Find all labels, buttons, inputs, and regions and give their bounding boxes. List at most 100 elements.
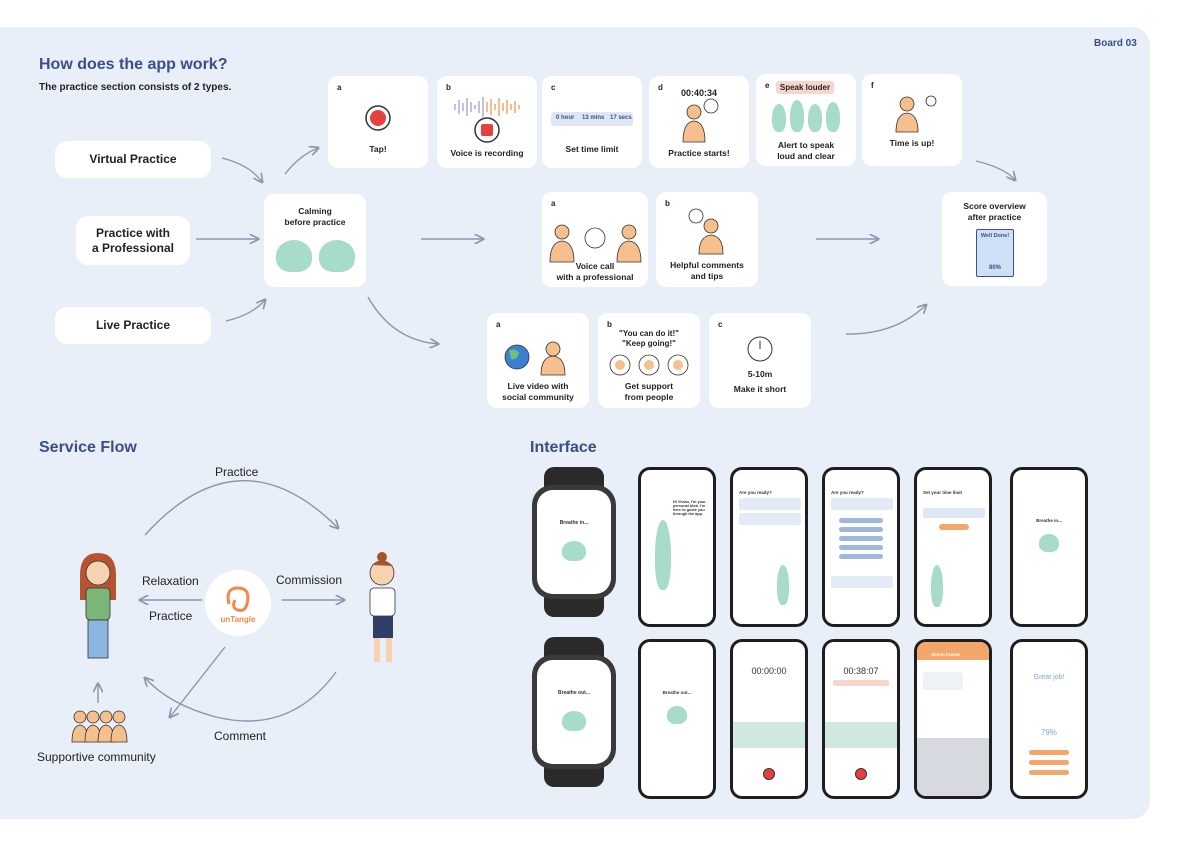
blob-character	[667, 706, 687, 724]
step-tag: e	[765, 81, 770, 90]
chat-contact-name: Simon Kumar	[931, 652, 961, 657]
watch-text: Breathe in...	[559, 520, 589, 526]
phone-screen-ready: 00:00:00	[730, 639, 808, 799]
phone-screen-onboarding: Hi Vivian, I'm your personal blob. I'm h…	[638, 467, 716, 627]
phone-screen-chat: Simon Kumar	[914, 639, 992, 799]
score-sheet-value: 80%	[988, 265, 1001, 271]
speak-louder-alert: Speak louder	[776, 81, 834, 94]
step-label: Alert to speak loud and clear	[777, 140, 835, 161]
score-sheet	[976, 229, 1014, 277]
blob-character	[562, 711, 586, 731]
flow-label-practice-top: Practice	[215, 465, 259, 479]
blob-character	[276, 240, 312, 272]
phone-timer: 00:00:00	[751, 666, 787, 676]
type-virtual-practice: Virtual Practice	[55, 141, 211, 178]
people-faces-icon	[609, 354, 689, 376]
support-quote: "You can do it!" "Keep going!"	[619, 329, 679, 348]
step-label: Tap!	[369, 144, 387, 154]
phone-timer: 00:38:07	[843, 666, 879, 676]
step-label: Time is up!	[889, 138, 935, 148]
phone-screen-breathe-out: Breathe out...	[638, 639, 716, 799]
user-character-icon	[80, 553, 116, 659]
virtual-step-a: a Tap!	[328, 76, 428, 168]
phone-text: Set your time limit	[923, 490, 963, 495]
blob-character	[1039, 534, 1059, 552]
step-tag: b	[607, 320, 612, 329]
globe-video-icon	[504, 341, 566, 376]
step-label: Voice call with a professional	[556, 261, 634, 282]
waveform-icon	[454, 97, 520, 143]
practice-timer: 00:40:34	[680, 88, 718, 98]
step-tag: a	[496, 320, 501, 329]
professional-character-icon	[369, 552, 396, 662]
virtual-step-e: e Speak louder Alert to speak loud and c…	[756, 74, 856, 166]
step-tag: a	[337, 83, 342, 92]
flow-label-community: Supportive community	[37, 750, 156, 764]
type-label: Live Practice	[95, 318, 171, 332]
score-sheet-title: Well Done!	[980, 233, 1010, 239]
person-speaking-icon	[682, 98, 719, 143]
phone-text: Hi Vivian, I'm your personal blob. I'm h…	[673, 500, 706, 516]
voice-call-icon	[549, 224, 642, 263]
phone-text: Breathe out...	[662, 690, 692, 695]
step-tag: f	[871, 81, 874, 90]
virtual-step-f: f Time is up!	[862, 74, 962, 166]
blob-character	[562, 541, 586, 561]
blob-character	[931, 565, 943, 607]
person-info-icon	[895, 95, 937, 133]
live-step-a: a Live video with social community	[487, 313, 589, 408]
session-duration: 5-10m	[747, 369, 773, 379]
phone-text: Are you ready?	[831, 490, 864, 495]
pro-step-b: b Helpful comments and tips	[656, 192, 758, 287]
flow-label-practice-mid: Practice	[149, 609, 193, 623]
phone-screen-time-limit: Set your time limit	[914, 467, 992, 627]
blob-character	[777, 565, 789, 605]
logo-text: unTangle	[220, 615, 256, 624]
step-tag: c	[551, 83, 556, 92]
flow-label-relaxation: Relaxation	[142, 574, 199, 588]
blob-character	[808, 104, 822, 132]
community-group-icon	[71, 710, 128, 743]
picker-hour: 0 hour	[556, 115, 575, 121]
page-title: How does the app work?	[39, 56, 228, 73]
phone-screen-difficulty: Are you ready?	[822, 467, 900, 627]
blob-character	[826, 102, 840, 132]
step-label: Helpful comments and tips	[670, 260, 744, 281]
board-label: Board 03	[1094, 38, 1137, 49]
blob-character	[790, 100, 804, 132]
result-score: 79%	[1040, 728, 1057, 737]
watch-mockup-breathe-in: Breathe in...	[530, 467, 618, 617]
score-label: Score overview after practice	[963, 201, 1026, 222]
result-title: Great job!	[1033, 674, 1065, 681]
untangle-logo: unTangle	[205, 570, 271, 636]
step-label: Get support from people	[624, 381, 674, 402]
watch-mockup-breathe-out: Breathe out...	[530, 637, 618, 787]
picker-secs: 17 secs	[610, 115, 632, 121]
watch-text: Breathe out...	[558, 690, 590, 696]
comments-icon	[688, 208, 724, 255]
step-tag: d	[658, 83, 663, 92]
step-label: Practice starts!	[668, 148, 730, 158]
virtual-step-c: c 0 hour 13 mins 17 secs Set time limit	[542, 76, 642, 168]
phone-screen-practice-select: Are you ready?	[730, 467, 808, 627]
type-professional-practice: Practice with a Professional	[76, 216, 190, 265]
step-tag: a	[551, 199, 556, 208]
interface-title: Interface	[530, 439, 597, 456]
step-label: Voice is recording	[450, 148, 524, 158]
flow-label-comment: Comment	[214, 729, 267, 743]
type-label: Virtual Practice	[89, 152, 177, 166]
phone-screen-breathe-in: Breathe in...	[1010, 467, 1088, 627]
record-button-icon	[365, 105, 391, 131]
live-step-c: c 5-10m Make it short	[709, 313, 811, 408]
calming-card: Calming before practice	[264, 194, 366, 287]
phone-screen-result: Great job! 79%	[1010, 639, 1088, 799]
type-label: Practice with a Professional	[91, 225, 175, 255]
phone-screen-recording: 00:38:07	[822, 639, 900, 799]
virtual-step-d: d 00:40:34 Practice starts!	[649, 76, 749, 168]
step-label: Live video with social community	[502, 381, 574, 402]
phone-text: Are you ready?	[739, 490, 772, 495]
virtual-step-b: b Voice is recording	[437, 76, 537, 168]
type-live-practice: Live Practice	[55, 307, 211, 344]
untangle-logo-icon	[226, 586, 250, 612]
